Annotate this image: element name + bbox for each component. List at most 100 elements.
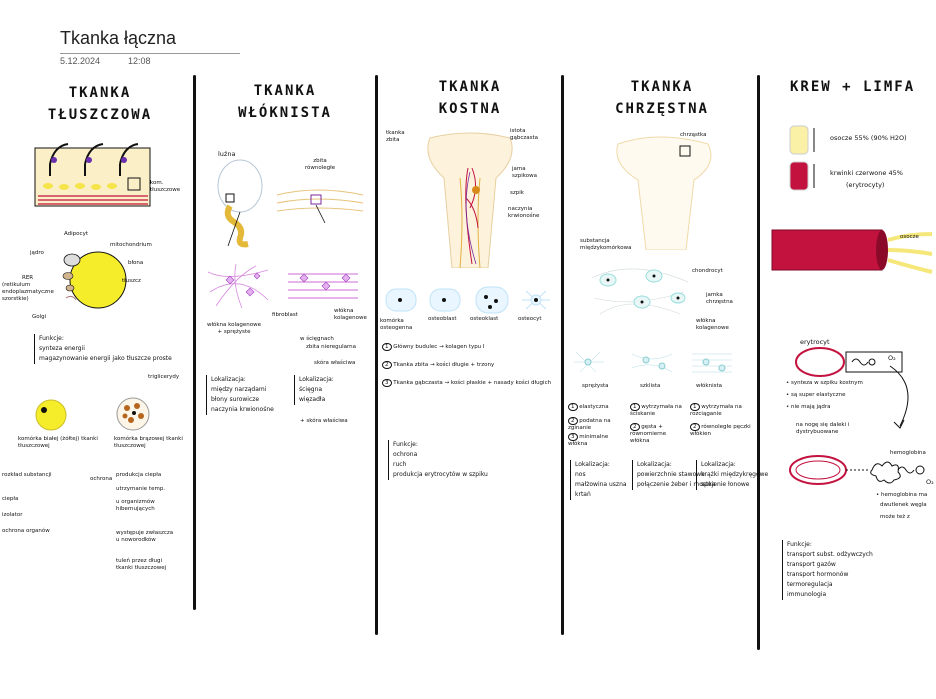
cartilage-types-row: [574, 351, 732, 373]
rer-label: RER: [22, 275, 34, 281]
adipocyte-diagram: [62, 251, 127, 309]
elastic-location: Lokalizacja: nos małżowina uszna krtań: [570, 460, 627, 500]
osteocyte-label: osteocyt: [518, 316, 542, 322]
dense-location: Lokalizacja: ścięgna więzadła: [294, 375, 334, 405]
collagen-fibers-label: włókna kolagenowe: [696, 318, 729, 331]
blood-title: KREW + LIMFA: [790, 79, 916, 95]
mitochondrion-label: mitochondrium: [110, 242, 152, 248]
cartilage-label: chrząstka: [680, 132, 707, 138]
fat-bottom-left-3: izolator: [2, 512, 23, 518]
hyaline-cartilage-label: szklista: [640, 383, 661, 389]
loose-tissue-illustration: [217, 159, 263, 248]
o2-label: O₂: [888, 354, 896, 362]
column-divider-3: [561, 75, 564, 635]
white-fat-cell: [35, 399, 67, 431]
fibrous-cartilage-label: włóknista: [696, 383, 723, 389]
dense-regular-label: zbita równoległe: [304, 158, 336, 171]
rer-description: (retikulum endoplazmatyczne szorstkie): [2, 282, 54, 302]
fat-functions: Funkcje: synteza energii magazynowanie e…: [34, 334, 172, 364]
page-title: Tkanka łączna: [60, 28, 177, 48]
triglycerides-label: triglicerydy: [148, 374, 180, 380]
fat-bottom-left-1: rozkład substancji: [2, 472, 52, 478]
bone-title: TKANKA KOSTNA: [438, 79, 502, 117]
adipocyte-label: Adipocyt: [64, 231, 88, 237]
erythrocyte-label: erytrocyt: [800, 338, 830, 346]
marrow-label: szpik: [510, 190, 524, 196]
cartilage-prop-5: 2 gęsta + równomierne włókna: [630, 423, 667, 444]
cartilage-zoom: [591, 268, 689, 315]
lacuna-label: jamka chrzęstna: [706, 292, 733, 305]
cartilage-prop-7: 2 równoległe pęczki włókien: [690, 423, 751, 437]
fibrous-location: Lokalizacja: krążki międzykręgowe spojen…: [696, 460, 768, 490]
o2-label-2: O₂: [926, 478, 934, 486]
title-underline: [60, 53, 240, 54]
dermis-label: skóra właściwa: [314, 360, 356, 366]
blood-vessels-label: naczynia krwionośne: [508, 206, 540, 219]
column-divider-2: [375, 75, 378, 635]
cartilage-prop-6: 1 wytrzymała na rozciąganie: [690, 403, 742, 417]
skin-layer-illustration: [34, 143, 151, 207]
dense-fibers-zoom: [288, 273, 358, 299]
fat-bottom-right-0: produkcja ciepła: [116, 472, 162, 478]
bone-step-1: 1 Główny budulec → kolagen typu I: [382, 343, 485, 351]
matrix-label: substancja międzykomórkowa: [580, 238, 632, 251]
loose-fibers-label: włókna kolagenowe + sprężyste: [206, 322, 262, 335]
fibroblast-label: fibroblast: [272, 312, 298, 318]
fibrous-title: TKANKA WŁÓKNISTA: [238, 83, 332, 121]
bone-functions: Funkcje: ochrona ruch produkcja erytrocy…: [388, 440, 488, 480]
page-time: 12:08: [128, 56, 151, 66]
column-divider-1: [193, 75, 196, 610]
page-date: 5.12.2024: [60, 56, 101, 66]
brown-fat-cell-caption: komórka brązowej tkanki tłuszczowej: [114, 436, 183, 449]
hyaline-location: Lokalizacja: powierzchnie stawowe połącz…: [632, 460, 715, 490]
chondrocyte-label: chondrocyt: [692, 268, 723, 274]
fat-bottom-left-0: ochrona: [90, 476, 113, 482]
fat-bottom-right-4: tuleń przez długi tkanki tłuszczowej: [116, 558, 167, 571]
erythrocytes-note: (erytrocyty): [846, 181, 885, 189]
rbc-fact-1: • synteza w szpiku kostnym: [786, 380, 863, 386]
hemoglobin-label: hemoglobina: [890, 450, 926, 456]
fat-label: tłuszcz: [122, 278, 141, 284]
blood-vessel-illustration: [771, 229, 933, 274]
fat-bottom-right-1: utrzymanie temp.: [116, 486, 166, 492]
golgi-label: Golgi: [32, 314, 47, 320]
dense-irregular-label: zbita nieregularna: [306, 344, 356, 350]
cartilage-prop-2: 2 podatna na zginanie: [568, 417, 611, 431]
loose-fibers-zoom: [207, 263, 269, 309]
hemoglobin-diagram: [789, 455, 925, 485]
osteoblast-label: osteoblast: [428, 316, 457, 322]
spongy-bone-label: istota gąbczasta: [510, 128, 539, 141]
nucleus-label: jądro: [30, 250, 44, 256]
elastic-cartilage-label: sprężysta: [582, 383, 609, 389]
bone-step-3: 3 Tkanka gąbczasta → kości płaskie + nas…: [382, 379, 552, 387]
rbc-fact-3: • nie mają jądra: [786, 404, 831, 410]
marrow-cavity-label: jama szpikowa: [512, 166, 537, 179]
white-fat-cell-caption: komórka białej (żółtej) tkanki tłuszczow…: [18, 436, 98, 449]
fat-title: TKANKA TŁUSZCZOWA: [47, 85, 153, 123]
bone-step-2: 2 Tkanka zbita → kości długie + trzony: [382, 361, 494, 369]
dense-fibers-label: włókna kolagenowe: [334, 308, 367, 321]
rbc-side-note: na nogę się daleki i dystrybuowane: [796, 422, 850, 435]
fat-bottom-right-3: występuje zwłaszcza u noworodków: [116, 530, 174, 543]
membrane-label: błona: [128, 260, 144, 266]
cartilage-prop-1: 1 elastyczna: [568, 403, 609, 411]
erythrocyte-diagram: [795, 347, 903, 377]
bone-cells-row: [385, 286, 550, 314]
brown-fat-cell: [116, 397, 150, 431]
rbc-arrow: [889, 365, 909, 429]
compact-bone-label: tkanka zbita: [386, 130, 405, 143]
rbc-percent: krwinki czerwone 45%: [830, 169, 903, 177]
hemoglobin-note-2: dwutlenek węgla: [880, 502, 927, 508]
loose-label: luźna: [218, 150, 236, 158]
blood-tubes: [789, 125, 815, 191]
blood-functions: Funkcje: transport subst. odżywczych tra…: [782, 540, 873, 600]
dense-regular-illustration: [276, 189, 364, 223]
fat-bottom-left-2: ciepła: [2, 496, 19, 502]
cartilage-prop-4: 1 wytrzymała na ściskanie: [630, 403, 682, 417]
fat-bottom-left-4: ochrona organów: [2, 528, 50, 534]
column-divider-4: [757, 75, 760, 650]
fat-bottom-right-2: u organizmów hibernujących: [116, 499, 155, 512]
cartilage-prop-3: 3 minimalne włókna: [568, 433, 609, 447]
dense-location-extra: + skóra właściwa: [300, 418, 348, 424]
rbc-fact-2: • są super elastyczne: [786, 392, 846, 398]
